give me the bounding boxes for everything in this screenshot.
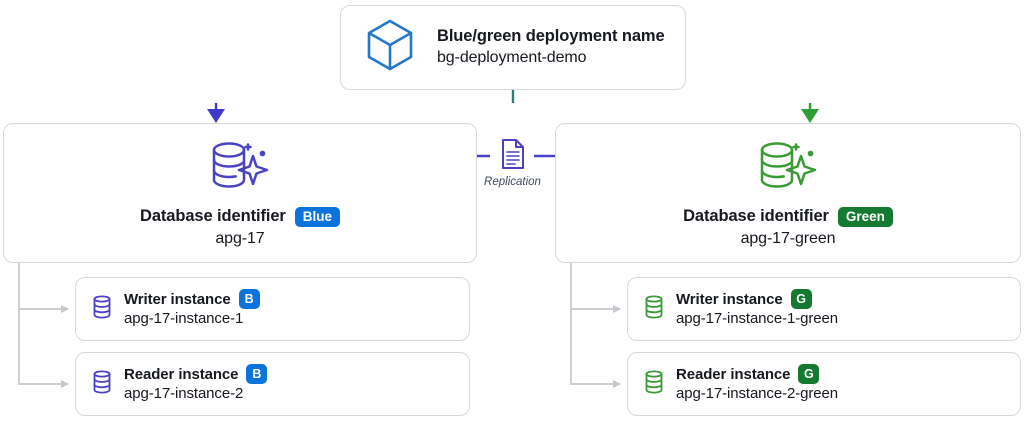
blue-reader-instance-value: apg-17-instance-2 <box>124 385 244 403</box>
green-reader-instance-value: apg-17-instance-2-green <box>676 385 838 403</box>
blue-environment-panel: Database identifier Blue apg-17 <box>3 123 477 263</box>
status-badge-b: B <box>246 364 268 385</box>
blue-reader-instance-label: Reader instance <box>124 365 239 383</box>
deployment-name-value: bg-deployment-demo <box>437 48 587 66</box>
database-icon <box>644 370 664 399</box>
blue-writer-instance-value: apg-17-instance-1 <box>124 310 244 328</box>
database-sparkle-icon <box>755 138 821 199</box>
green-reader-instance-label: Reader instance <box>676 365 791 383</box>
green-writer-instance-card: Writer instance G apg-17-instance-1-gree… <box>627 277 1021 341</box>
blue-database-identifier-value: apg-17 <box>215 230 265 248</box>
green-writer-instance-label: Writer instance <box>676 290 783 308</box>
database-icon <box>92 370 112 399</box>
status-badge-b: B <box>238 289 260 310</box>
blue-writer-instance-card: Writer instance B apg-17-instance-1 <box>75 277 470 341</box>
document-icon <box>500 139 526 174</box>
green-database-identifier-label: Database identifier <box>683 207 829 226</box>
status-badge-blue: Blue <box>294 206 340 228</box>
green-reader-instance-card: Reader instance G apg-17-instance-2-gree… <box>627 352 1021 416</box>
status-badge-g: G <box>798 364 820 385</box>
green-database-identifier-value: apg-17-green <box>740 230 836 248</box>
database-icon <box>92 295 112 324</box>
status-badge-green: Green <box>837 206 893 228</box>
blue-database-identifier-label: Database identifier <box>140 207 286 226</box>
green-writer-instance-value: apg-17-instance-1-green <box>676 310 838 328</box>
status-badge-g: G <box>790 289 812 310</box>
page-title: Blue/green deployment name <box>437 27 665 46</box>
blue-writer-instance-label: Writer instance <box>124 290 231 308</box>
database-icon <box>644 295 664 324</box>
cube-icon <box>365 18 415 77</box>
deployment-title-card: Blue/green deployment name bg-deployment… <box>340 5 686 90</box>
green-environment-panel: Database identifier Green apg-17-green <box>555 123 1021 263</box>
database-sparkle-icon <box>207 138 273 199</box>
blue-reader-instance-card: Reader instance B apg-17-instance-2 <box>75 352 470 416</box>
